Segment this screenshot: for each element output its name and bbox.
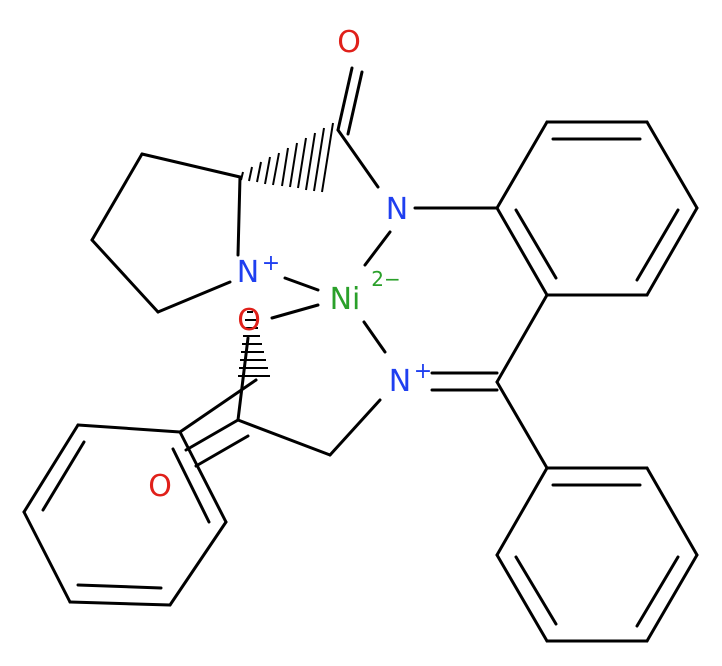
bond-ll-benz-inner-1 [41,440,86,512]
charge-n-pyrrolidinium: + [262,251,280,276]
bond-ll-benz-5 [168,520,228,607]
bond-ll-benz-2 [22,423,80,514]
bond-upper-benz-inner-3 [514,208,558,280]
bond-ring-4 [156,280,232,314]
bond-upper-benz-1 [495,120,549,210]
bond-ring-3 [90,238,160,314]
bond-ring-5 [236,175,242,257]
charge-n-imine: + [414,359,432,384]
bond-benzyl-ch2 [178,378,258,434]
bond-aryl-imineC [495,293,549,384]
bond-upper-benz-3 [645,120,699,210]
bond-lr-benz-inner-2 [635,555,680,628]
bond-lr-benz-3 [645,553,699,643]
bond-ll-benz-inner-3 [171,447,211,524]
bond-lr-benz-2 [645,466,699,557]
bond-lr-benz-6 [495,466,549,557]
atom-n-pyrrolidinium: N [237,255,259,290]
bond-upper-benz-6 [495,206,549,297]
bond-co-1 [336,66,354,132]
hashed-wedge-lower [238,311,270,377]
atom-ni: Ni [330,282,361,317]
bond-upper-benz-inner-2 [635,208,680,282]
atom-n-imine: N [389,364,411,399]
bond-nimine-ch2 [328,398,382,457]
coord-ni-namide [363,230,392,267]
bond-carboxyl-oupper [236,336,250,422]
coord-ni-npyrr [283,276,320,292]
bond-ll-benz-3 [22,510,72,604]
atom-o-amide: O [337,25,361,60]
bond-lr-benz-5 [495,553,549,643]
bond-lr-benz-inner-3 [514,555,558,626]
bond-ll-benz-1 [76,423,182,434]
bond-c-namide [336,128,380,189]
coord-ni-nimine [362,320,387,354]
atom-n-amide: N [386,192,408,227]
bond-imineC-phenyl [495,380,549,470]
bond-upper-benz-4 [645,206,699,297]
hashed-wedge-upper [240,122,334,193]
bond-ll-benz-4 [68,600,172,607]
bond-layer [22,66,699,643]
bond-ring-2 [90,152,144,242]
bond-ll-benz-inner-2 [76,583,163,590]
bond-carboxyl-olower-1 [184,418,240,452]
bond-ll-benz-6 [178,430,228,524]
bond-ch2-carboxyl [236,418,332,457]
charge-ni: 2− [371,267,400,291]
bond-co-2 [346,70,364,136]
atom-o-carboxylate-upper: O [237,303,261,338]
atom-o-carboxylate-lower: O [148,469,172,504]
bond-carboxyl-olower-2 [194,434,250,468]
atom-label-layer: O N N + Ni 2− O N + O [148,25,432,504]
bond-ring-1 [140,152,242,179]
coord-ni-oupper [270,303,320,320]
